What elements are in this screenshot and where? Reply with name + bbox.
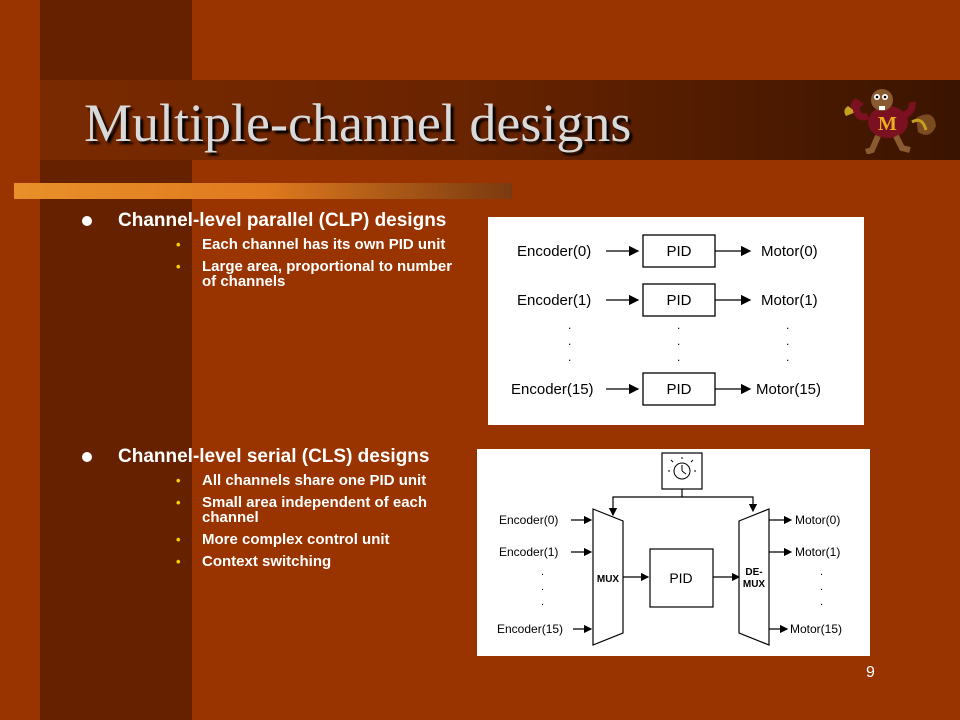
pid-block: [642, 283, 716, 317]
motor-label: Motor(15): [790, 622, 842, 636]
cls-sub-list: •All channels share one PID unit •Small …: [80, 473, 460, 569]
sub-bullet: •Context switching: [176, 553, 332, 570]
motor-label: Motor(1): [795, 545, 840, 559]
encoder-label: Encoder(15): [497, 622, 563, 636]
sub-bullet-dot: •: [176, 495, 181, 510]
sub-bullet-dot: •: [176, 554, 181, 569]
sub-bullet: •More complex control unit: [176, 531, 390, 548]
pid-label: PID: [666, 381, 691, 398]
sub-bullet: •Large area, proportional to number of c…: [176, 258, 453, 290]
ellipsis-dot: .: [568, 334, 571, 348]
pid-label: PID: [669, 570, 692, 586]
pid-label: PID: [666, 292, 691, 309]
encoder-label: Encoder(15): [511, 381, 594, 398]
pid-label: PID: [666, 243, 691, 260]
sub-bullet-dot: •: [176, 259, 181, 274]
ellipsis-dot: .: [820, 596, 823, 608]
demux-label-top: DE-: [745, 567, 762, 578]
sub-bullet-dot: •: [176, 473, 181, 488]
ellipsis-dot: .: [786, 334, 789, 348]
sub-bullet: •Each channel has its own PID unit: [176, 236, 446, 253]
page-number: 9: [866, 664, 875, 681]
bullet-cls: Channel-level serial (CLS) designs: [80, 446, 460, 467]
cls-diagram: MUX PID DE- MUX Encoder(0) Encoder(1) . …: [477, 449, 870, 656]
section-clp: Channel-level parallel (CLP) designs •Ea…: [80, 210, 460, 296]
encoder-label: Encoder(1): [517, 292, 591, 309]
sub-bullet-dot: •: [176, 237, 181, 252]
pid-block: [649, 548, 714, 608]
encoder-label: Encoder(1): [499, 545, 558, 559]
motor-label: Motor(1): [761, 292, 818, 309]
ellipsis-dot: .: [786, 350, 789, 364]
title-band: [40, 80, 960, 160]
bullet-dot: [82, 216, 92, 226]
sub-bullet: •Small area independent of each channel: [176, 494, 428, 526]
mux-label: MUX: [597, 574, 620, 585]
ellipsis-dot: .: [677, 318, 680, 332]
sub-bullet: •All channels share one PID unit: [176, 472, 427, 489]
clp-sub-list: •Each channel has its own PID unit •Larg…: [80, 237, 460, 289]
clock-icon: [668, 457, 696, 480]
ellipsis-dot: .: [820, 566, 823, 578]
bullet-dot: [82, 452, 92, 462]
bullet-clp: Channel-level parallel (CLP) designs: [80, 210, 460, 231]
sub-bullet-dot: •: [176, 532, 181, 547]
cls-diagram-svg: MUX PID DE- MUX Encoder(0) Encoder(1) . …: [497, 452, 842, 646]
ellipsis-dot: .: [541, 581, 544, 593]
ellipsis-dot: .: [786, 318, 789, 332]
slide-title: Multiple-channel designs: [84, 93, 632, 153]
motor-label: Motor(0): [795, 513, 840, 527]
accent-bar: [14, 183, 512, 199]
motor-label: Motor(15): [756, 381, 821, 398]
demux-label-bottom: MUX: [743, 579, 766, 590]
clp-diagram: Encoder(0) PID Motor(0) Encoder(1) PID M…: [488, 217, 864, 425]
demux-block: [738, 508, 770, 646]
motor-label: Motor(0): [761, 243, 818, 260]
ellipsis-dot: .: [568, 350, 571, 364]
section-cls: Channel-level serial (CLS) designs •All …: [80, 446, 460, 576]
ellipsis-dot: .: [568, 318, 571, 332]
ellipsis-dot: .: [677, 350, 680, 364]
pid-block: [642, 234, 716, 268]
ellipsis-dot: .: [541, 566, 544, 578]
encoder-label: Encoder(0): [499, 513, 558, 527]
bullet-clp-text: Channel-level parallel (CLP) designs: [118, 210, 447, 231]
mascot-logo: M: [844, 89, 936, 154]
ellipsis-dot: .: [541, 596, 544, 608]
ellipsis-dot: .: [820, 581, 823, 593]
svg-text:M: M: [878, 113, 897, 135]
ellipsis-dot: .: [677, 334, 680, 348]
mux-block: [592, 508, 624, 646]
encoder-label: Encoder(0): [517, 243, 591, 260]
pid-block: [642, 372, 716, 406]
control-line: [608, 489, 683, 517]
bullet-cls-text: Channel-level serial (CLS) designs: [118, 446, 430, 467]
control-line: [682, 496, 758, 513]
clp-diagram-svg: Encoder(0) PID Motor(0) Encoder(1) PID M…: [511, 234, 821, 406]
